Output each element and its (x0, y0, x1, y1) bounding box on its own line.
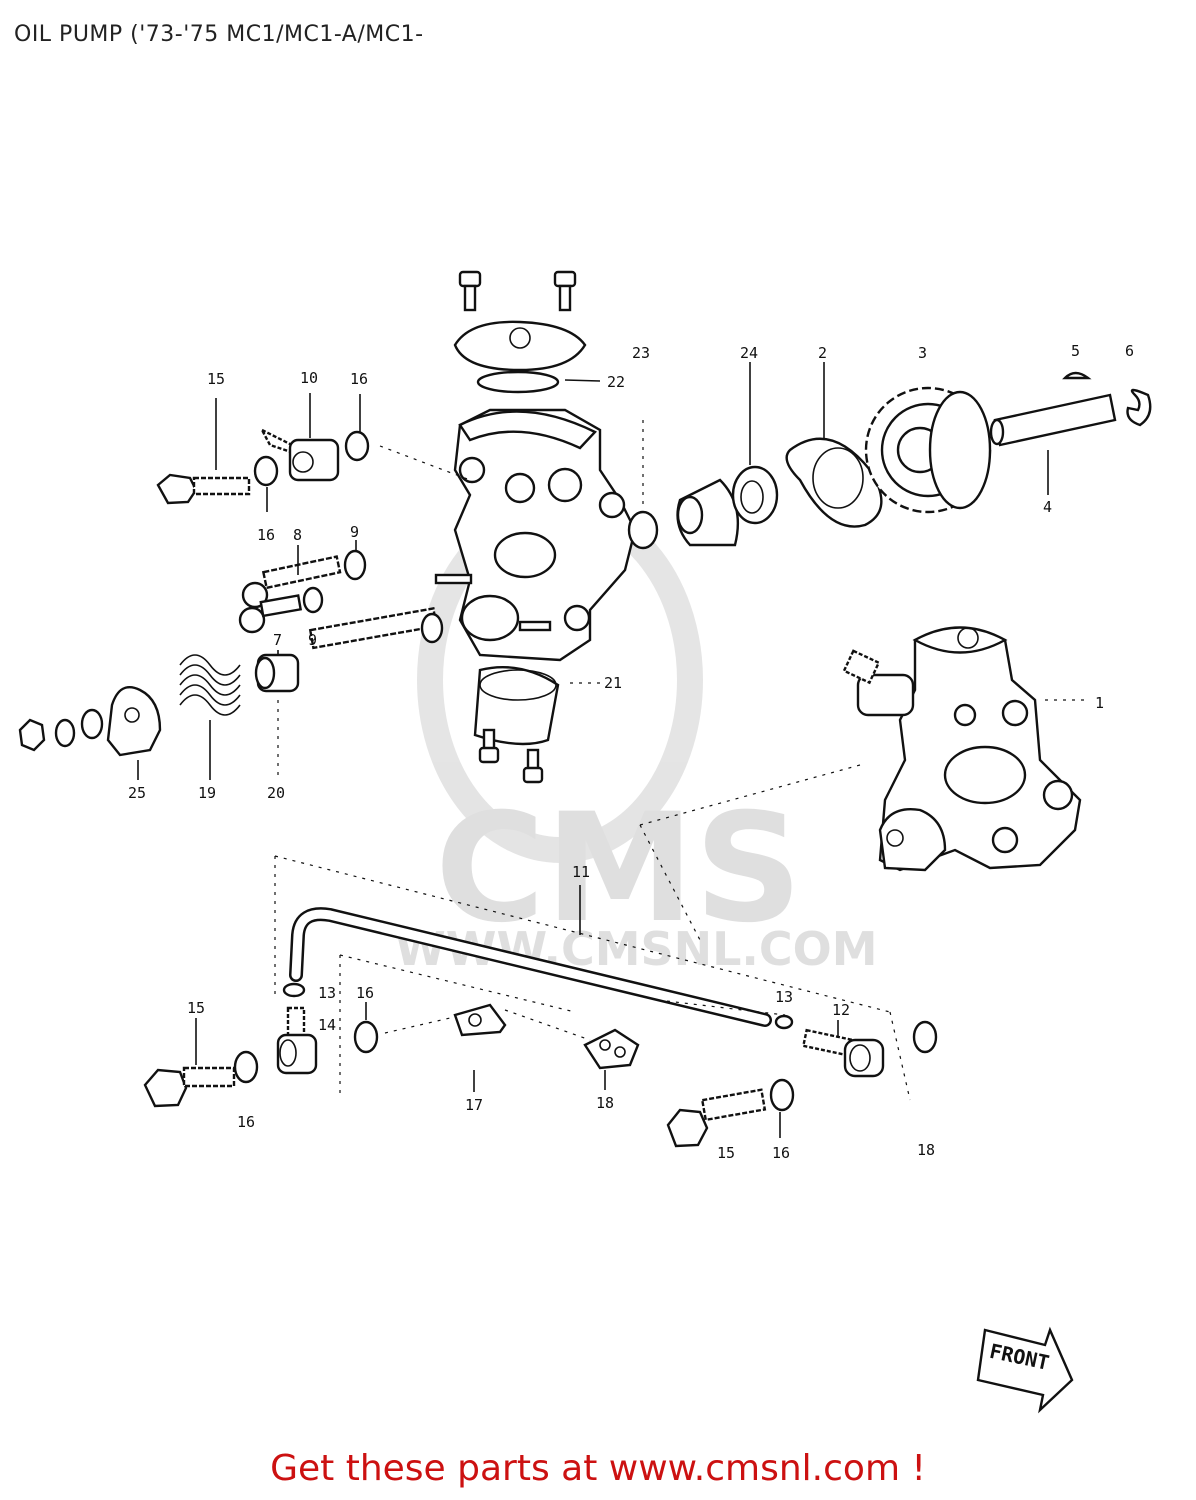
callout-21: 21 (604, 674, 622, 692)
pump-body (434, 408, 637, 662)
nut (18, 718, 46, 752)
callout-20: 20 (267, 784, 285, 802)
callout-4: 4 (1043, 498, 1052, 516)
washer (353, 1020, 379, 1054)
callout-2: 2 (818, 344, 827, 362)
o-ring (476, 370, 560, 394)
banjo-bolt (156, 473, 251, 505)
callout-12: 12 (832, 1001, 850, 1019)
pipe-clip (774, 1014, 794, 1030)
footer-parts-link[interactable]: Get these parts at www.cmsnl.com ! (270, 1448, 926, 1489)
callout-15c: 15 (717, 1144, 735, 1162)
washer (912, 1020, 938, 1054)
washer (344, 430, 370, 462)
callout-15a: 15 (207, 370, 225, 388)
front-direction-arrow: FRONT (976, 1326, 1074, 1414)
bushing (676, 478, 739, 547)
washer (343, 549, 367, 581)
shaft-o-ring (627, 510, 659, 550)
oil-pipe (289, 907, 772, 1027)
watermark-logo: CMS (435, 782, 802, 956)
banjo-fitting-lower (276, 1006, 318, 1075)
control-shaft (308, 607, 444, 650)
pump-gear (864, 386, 992, 514)
washer (54, 718, 76, 748)
oil-seal (731, 465, 779, 525)
pipe-clip (282, 982, 306, 998)
callout-14: 14 (318, 1016, 336, 1034)
woodruff-key (1062, 371, 1092, 380)
callout-5: 5 (1071, 342, 1080, 360)
pump-cover-plate (453, 320, 587, 372)
callout-25: 25 (128, 784, 146, 802)
washer (80, 708, 104, 740)
washer (233, 1050, 259, 1084)
washer (769, 1078, 795, 1112)
callout-18b: 18 (917, 1141, 935, 1159)
bracket-screw (522, 748, 544, 784)
pump-gasket (785, 437, 883, 528)
callout-numbers: 1 2 3 4 5 6 7 8 9 9 10 11 12 13 13 14 15… (128, 342, 1134, 1162)
collar (254, 653, 300, 693)
banjo-bolt-lower (143, 1066, 236, 1108)
top-screw-right (553, 270, 577, 312)
callout-16a: 16 (350, 370, 368, 388)
cms-watermark: CMS WWW.CMSNL.COM (395, 497, 878, 976)
callout-9b: 9 (308, 631, 317, 649)
pump-shaft (989, 393, 1117, 447)
callout-16d: 16 (237, 1113, 255, 1131)
callout-18a: 18 (596, 1094, 614, 1112)
leader-lines (137, 362, 1090, 1138)
callout-9a: 9 (350, 523, 359, 541)
return-spring (179, 654, 241, 716)
callout-19: 19 (198, 784, 216, 802)
oil-pump-assembly (842, 626, 1082, 872)
callout-16e: 16 (772, 1144, 790, 1162)
callout-15b: 15 (187, 999, 205, 1017)
callout-6: 6 (1125, 342, 1134, 360)
pipe-guide (453, 1003, 507, 1037)
callout-23: 23 (632, 344, 650, 362)
banjo-bolt-right (666, 1088, 767, 1148)
callout-11: 11 (572, 863, 590, 881)
callout-10: 10 (300, 369, 318, 387)
callout-22: 22 (607, 373, 625, 391)
callout-13b: 13 (775, 988, 793, 1006)
callout-13a: 13 (318, 984, 336, 1002)
callout-7: 7 (273, 631, 282, 649)
pipe-holder (583, 1028, 640, 1070)
top-screw-left (458, 270, 482, 312)
callout-1: 1 (1095, 694, 1104, 712)
circlip (1126, 388, 1152, 427)
callout-8: 8 (293, 526, 302, 544)
callout-17: 17 (465, 1096, 483, 1114)
callout-24: 24 (740, 344, 758, 362)
screw-short (238, 594, 303, 634)
page-title: OIL PUMP ('73-'75 MC1/MC1-A/MC1- (14, 22, 424, 47)
washer (302, 586, 324, 614)
washer (253, 455, 279, 487)
clamp-band (473, 665, 560, 746)
pump-lever (106, 685, 162, 757)
banjo-fitting (259, 427, 340, 482)
callout-3: 3 (918, 344, 927, 362)
callout-16b: 16 (257, 526, 275, 544)
bracket-screw (478, 728, 500, 764)
callout-16c: 16 (356, 984, 374, 1002)
banjo-fitting-right (801, 1028, 885, 1078)
